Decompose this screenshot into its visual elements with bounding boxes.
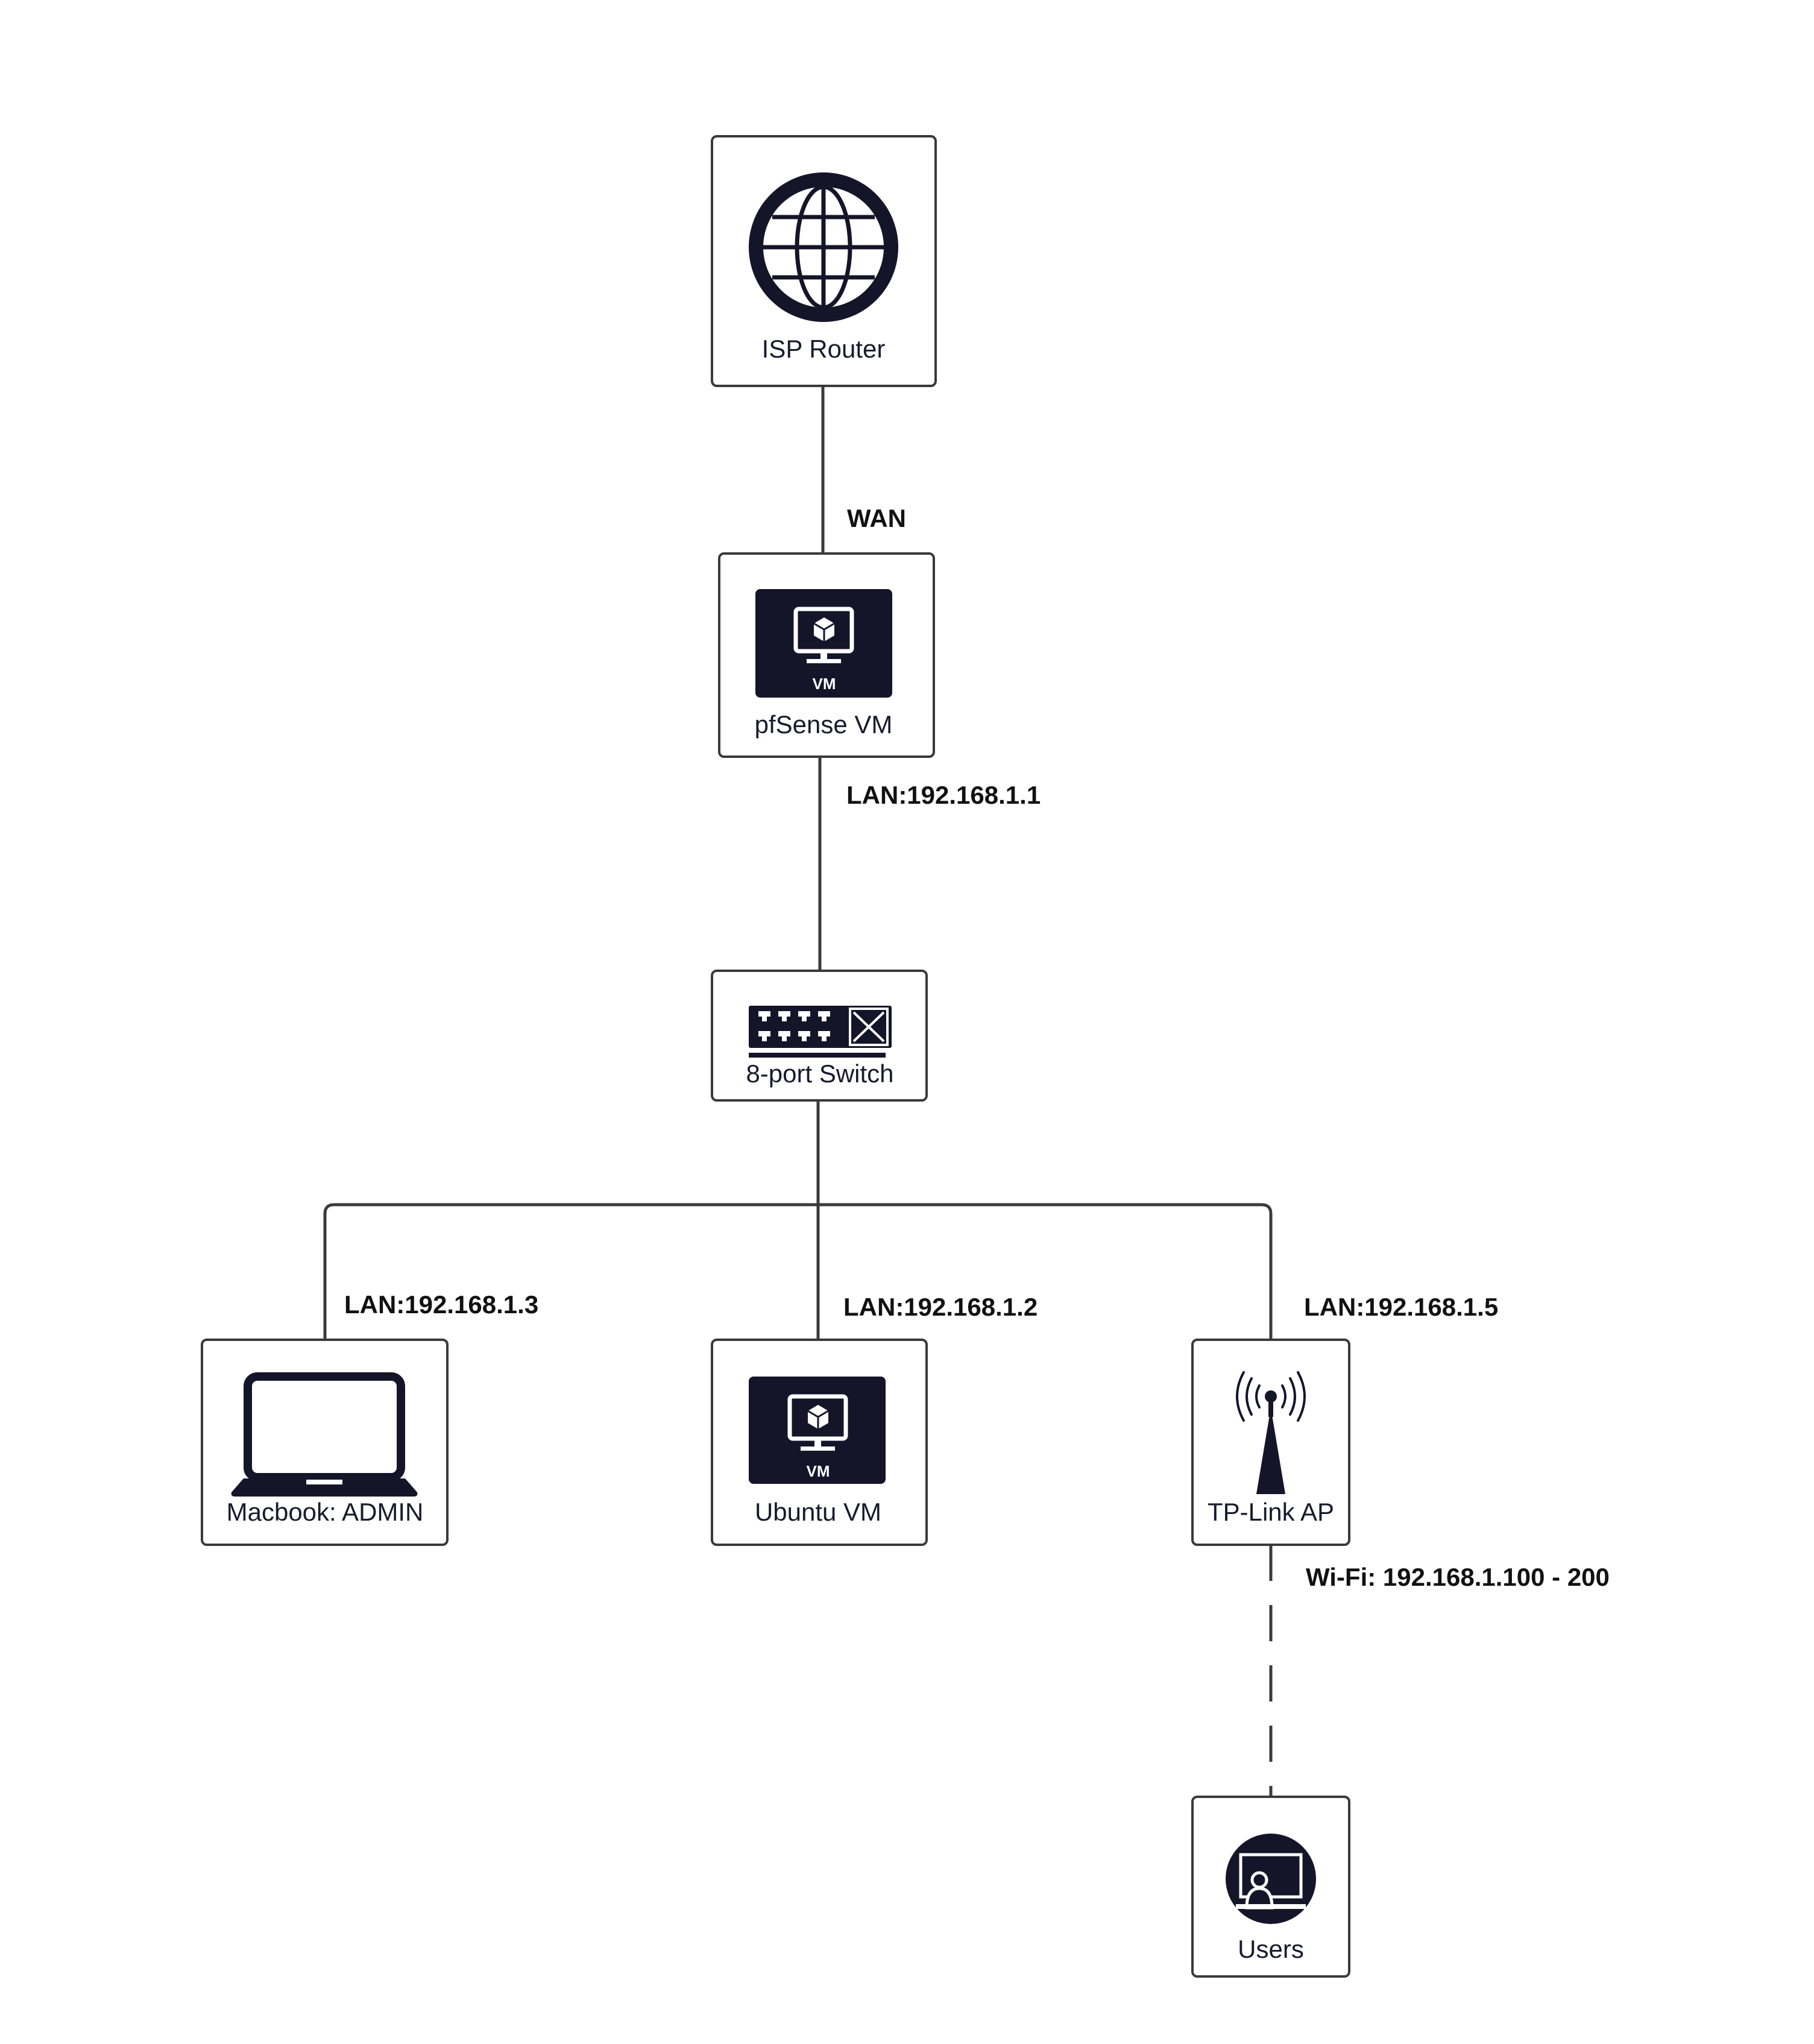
- switch-tplink-link: [818, 1203, 1273, 1340]
- node-tp-link-ap[interactable]: TP-Link AP: [1191, 1339, 1350, 1546]
- node-label-tp-link-ap: TP-Link AP: [1208, 1498, 1334, 1526]
- node-label-isp-router: ISP Router: [762, 335, 886, 363]
- switch-ports: [758, 1011, 830, 1041]
- vm-badge: VM: [813, 675, 836, 693]
- node-label-macbook: Macbook: ADMIN: [227, 1498, 424, 1526]
- node-label-ubuntu-vm: Ubuntu VM: [755, 1498, 881, 1526]
- edge-label-tplink-lan: LAN:192.168.1.5: [1304, 1293, 1498, 1321]
- connections: [323, 386, 1273, 1797]
- node-macbook-admin[interactable]: Macbook: ADMIN: [201, 1339, 449, 1546]
- edge-label-wan: WAN: [847, 504, 906, 532]
- node-label-pfsense-vm: pfSense VM: [755, 710, 893, 739]
- vm-badge: VM: [807, 1462, 830, 1480]
- node-label-users: Users: [1238, 1935, 1304, 1963]
- node-isp-router[interactable]: ISP Router: [711, 135, 937, 387]
- vm-monitor-icon: VM: [749, 1377, 886, 1484]
- user-workstation-icon: [1226, 1834, 1316, 1924]
- network-switch-icon: [749, 1006, 892, 1058]
- node-ubuntu-vm[interactable]: VM Ubuntu VM: [711, 1339, 928, 1546]
- edge-label-macbook-lan: LAN:192.168.1.3: [344, 1290, 538, 1319]
- wireless-antenna-icon: [1236, 1371, 1306, 1494]
- laptop-icon: [231, 1372, 418, 1497]
- node-label-8-port-switch: 8-port Switch: [746, 1059, 893, 1088]
- edge-label-pfsense-lan: LAN:192.168.1.1: [846, 781, 1041, 809]
- edge-label-ubuntu-lan: LAN:192.168.1.2: [843, 1293, 1038, 1321]
- edge-label-wifi: Wi-Fi: 192.168.1.100 - 200: [1306, 1563, 1610, 1591]
- globe-icon: [749, 172, 898, 322]
- vm-monitor-icon: VM: [755, 589, 892, 698]
- node-pfsense-vm[interactable]: VM pfSense VM: [718, 552, 935, 758]
- node-users[interactable]: Users: [1191, 1796, 1350, 1978]
- switch-macbook-link: [323, 1203, 818, 1340]
- node-8-port-switch[interactable]: 8-port Switch: [711, 970, 928, 1102]
